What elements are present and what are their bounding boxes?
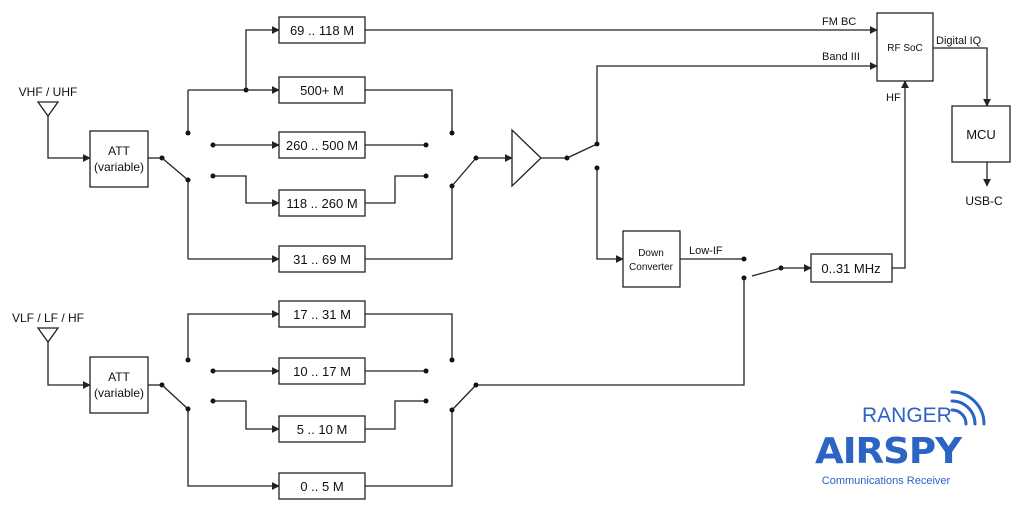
vhf-att-label: ATT: [108, 144, 130, 158]
lowpass-filter-box: [810, 253, 893, 283]
vlf-lf-hf-antenna-icon: [36, 327, 60, 358]
filter-118-260-box: [278, 189, 366, 217]
filter-0-5-label: 0 .. 5 M: [300, 479, 343, 494]
vhf-uhf-section: VHF / UHF ATT (variable) 69 .. 118: [19, 16, 878, 273]
fm-bc-label: FM BC: [822, 16, 856, 28]
if-section: Down Converter Low-IF 0..31 MHz HF: [476, 80, 909, 386]
vhf-uhf-antenna-label: VHF / UHF: [19, 85, 78, 99]
vhf-uhf-antenna-icon: [36, 101, 60, 130]
logo-brand-text: AIRSPY: [815, 431, 963, 472]
filter-118-260-label: 118 .. 260 M: [286, 196, 357, 211]
hf-output-switch-blade: [451, 384, 477, 411]
band-select-switch-blade: [566, 143, 598, 159]
filter-10-17-label: 10 .. 17 M: [293, 364, 351, 379]
filter-260-500-label: 260 .. 500 M: [286, 138, 358, 153]
digital-section: RF SoC FM BC Band III Digital IQ MCU USB…: [822, 12, 1011, 208]
usb-c-label: USB-C: [965, 194, 1003, 208]
filter-31-69-label: 31 .. 69 M: [293, 252, 351, 267]
lna-amplifier-triangle: [511, 128, 542, 188]
airspy-ranger-logo: RANGER AIRSPY Communications Receiver: [815, 390, 986, 487]
filter-0-5-box: [278, 472, 366, 500]
filter-500plus-label: 500+ M: [300, 83, 344, 98]
vhf-att-sublabel: (variable): [94, 160, 144, 174]
hf-att-box: [89, 356, 149, 414]
logo-ranger-text: RANGER: [862, 404, 952, 427]
vlf-lf-hf-section: VLF / LF / HF ATT (variable) 17 .. 31 M …: [12, 300, 479, 500]
down-converter-label: Down: [638, 248, 664, 259]
rf-soc-label: RF SoC: [887, 43, 923, 54]
wifi-waves-icon: [950, 390, 986, 426]
hf-att-sublabel: (variable): [94, 386, 144, 400]
if-select-switch-blade: [751, 267, 782, 277]
mcu-box: [951, 105, 1011, 163]
vhf-att-box: [89, 130, 149, 188]
logo-subtitle-text: Communications Receiver: [822, 475, 951, 487]
filter-17-31-box: [278, 300, 366, 328]
rf-soc-box: [876, 12, 934, 82]
band-iii-label: Band III: [822, 51, 860, 63]
filter-5-10-label: 5 .. 10 M: [297, 422, 348, 437]
filter-17-31-label: 17 .. 31 M: [293, 307, 351, 322]
lowpass-filter-label: 0..31 MHz: [821, 261, 880, 276]
mcu-label: MCU: [966, 127, 996, 142]
down-converter-sublabel: Converter: [629, 262, 674, 273]
hf-att-label: ATT: [108, 370, 130, 384]
hf-label: HF: [886, 92, 901, 104]
filter-500plus-box: [278, 76, 366, 104]
vhf-output-switch-blade: [451, 157, 477, 187]
vlf-lf-hf-antenna-label: VLF / LF / HF: [12, 311, 84, 325]
down-converter-box: [622, 230, 681, 288]
filter-69-118-label: 69 .. 118 M: [290, 23, 354, 38]
hf-input-switch-blade: [161, 384, 189, 410]
digital-iq-label: Digital IQ: [936, 35, 982, 47]
vhf-input-switch-blade: [161, 157, 189, 181]
low-if-label: Low-IF: [689, 245, 723, 257]
